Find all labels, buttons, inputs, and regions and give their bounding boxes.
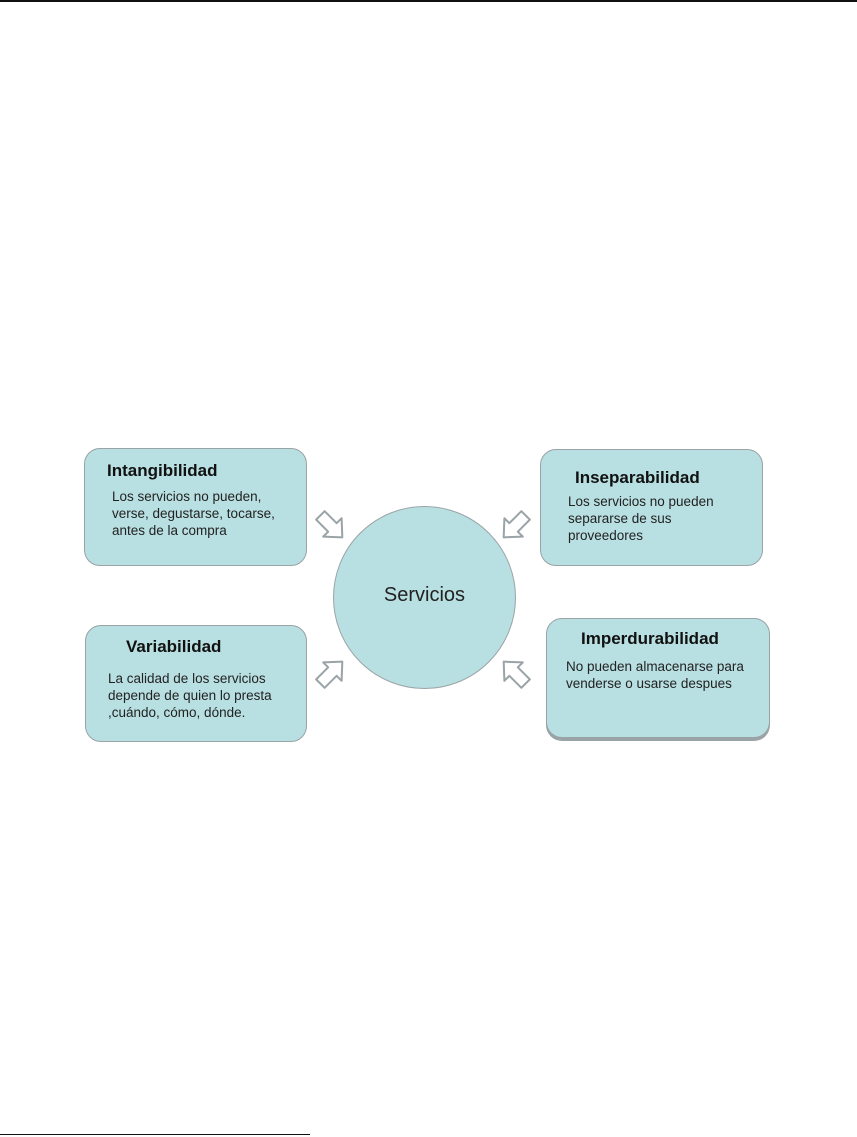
arrow-up-right-icon [315,660,344,689]
box-inseparabilidad-text: Los servicios no pueden separarse de sus… [568,494,714,543]
arrow-up-left-icon [502,660,531,689]
arrow-down-right-icon [315,510,344,539]
top-rule [0,0,857,2]
box-variabilidad-text: La calidad de los servicios depende de q… [108,671,272,720]
footnote-rule [0,1134,310,1135]
box-imperdurabilidad-text: No pueden almacenarse para venderse o us… [566,659,744,691]
box-intangibilidad-text: Los servicios no pueden, verse, degustar… [112,489,275,538]
box-inseparabilidad [540,449,763,566]
center-label: Servicios [383,584,466,606]
center-circle [333,506,516,689]
box-intangibilidad [84,448,307,566]
box-imperdurabilidad [546,618,770,738]
box-inseparabilidad-title: Inseparabilidad [575,468,700,487]
box-imperdurabilidad-title: Imperdurabilidad [581,629,719,648]
box-intangibilidad-title: Intangibilidad [107,461,218,480]
arrow-down-left-icon [502,510,531,539]
box-variabilidad-title: Variabilidad [126,637,222,656]
box-variabilidad [85,625,307,742]
